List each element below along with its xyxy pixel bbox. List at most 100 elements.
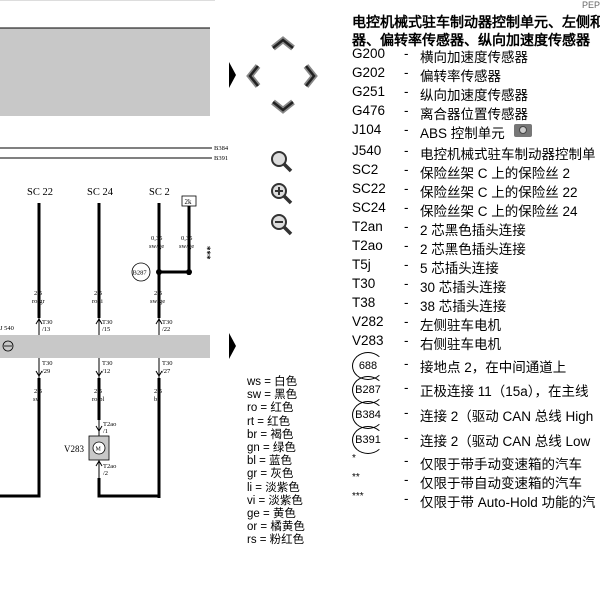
legend-code: T5j <box>352 257 371 272</box>
legend-dash: - <box>404 276 409 291</box>
legend-code: G202 <box>352 65 386 80</box>
legend-desc: 正极连接 11（15a），在主线 <box>420 384 589 399</box>
zoom-fit-icon[interactable] <box>271 151 293 173</box>
wire-color-entry: gr = 灰色 <box>247 468 294 481</box>
bus-label-b384: B384 <box>214 145 229 152</box>
legend-circle-code: B287 <box>352 376 384 404</box>
legend-desc: ABS 控制单元 <box>420 126 505 141</box>
legend-dash: - <box>404 491 409 506</box>
pin-bottom-1b: /29 <box>42 368 50 375</box>
wire-color-entry: ws = 白色 <box>247 376 298 388</box>
legend-code: G251 <box>352 84 386 99</box>
bus-label-b391: B391 <box>214 155 228 162</box>
legend-dash: - <box>404 122 409 137</box>
w5-color: sw/ge <box>150 298 165 305</box>
legend-code: SC2 <box>352 162 379 177</box>
legend-code: G200 <box>352 46 386 61</box>
zoom-out-icon[interactable] <box>271 214 293 236</box>
wire-color-entry: or = 橘黄色 <box>247 521 305 534</box>
t2ao-bottom-b: /2 <box>103 470 108 477</box>
legend-desc: 38 芯插头连接 <box>420 299 507 314</box>
fuse-label-sc2: SC 2 <box>149 187 170 198</box>
t2ao-bottom-a: T2ao <box>103 463 116 470</box>
legend-desc: 2 芯黑色插头连接 <box>420 242 526 257</box>
j540-label: J 540 <box>0 325 14 332</box>
nav-left-icon[interactable] <box>246 64 261 88</box>
pin-bottom-2b: /12 <box>102 368 110 375</box>
legend-desc: 仅限于带自动变速箱的汽车 <box>420 476 582 491</box>
pin-top-3b: /22 <box>162 326 170 333</box>
legend-dash: - <box>404 200 409 215</box>
pin-top-1a: T30 <box>42 319 52 326</box>
legend-star-code: ** <box>352 472 360 483</box>
t2ao-top-a: T2ao <box>103 421 116 428</box>
legend-dash: - <box>404 143 409 158</box>
page-next-arrow[interactable] <box>229 62 236 88</box>
legend-code: J104 <box>352 122 382 137</box>
nav-up-icon[interactable] <box>271 36 295 51</box>
legend-desc: 偏转率传感器 <box>420 69 501 84</box>
legend-desc: 30 芯插头连接 <box>420 280 507 295</box>
w3-color: sw/ge <box>149 243 164 250</box>
legend-code: V283 <box>352 333 384 348</box>
legend-dash: - <box>404 257 409 272</box>
wire-color-entry: sw = 黑色 <box>247 389 298 402</box>
legend-title-line2: 器、偏转率传感器、纵向加速度传感器 <box>352 32 590 48</box>
t2ao-top-b: /1 <box>103 428 108 435</box>
w2-gauge: 2,5 <box>94 290 102 297</box>
fuse-label-sc22: SC 22 <box>27 187 53 198</box>
legend-panel: 电控机械式驻车制动器控制单元、左侧和 器、偏转率传感器、纵向加速度传感器 G20… <box>348 0 600 597</box>
legend-dash: - <box>404 46 409 61</box>
legend-dash: - <box>404 219 409 234</box>
legend-title-line1: 电控机械式驻车制动器控制单元、左侧和 <box>352 14 600 30</box>
legend-desc: 保险丝架 C 上的保险丝 2 <box>420 166 571 181</box>
w8-color: br <box>154 396 160 403</box>
wire-color-entry: gn = 绿色 <box>247 442 296 455</box>
wire-color-entry: ge = 黄色 <box>247 508 296 521</box>
j540-block <box>0 335 210 358</box>
legend-code: T2an <box>352 219 383 234</box>
legend-code: G476 <box>352 103 386 118</box>
legend-dash: - <box>404 472 409 487</box>
pin-bottom-1a: T30 <box>42 360 52 367</box>
legend-star-code: *** <box>352 491 364 502</box>
legend-code: T2ao <box>352 238 383 253</box>
legend-desc: 离合器位置传感器 <box>420 107 528 122</box>
legend-desc: 纵向加速度传感器 <box>420 88 528 103</box>
zoom-in-icon[interactable] <box>271 183 293 205</box>
legend-dash: - <box>404 453 409 468</box>
legend-dash: - <box>404 103 409 118</box>
legend-desc: 左侧驻车电机 <box>420 318 501 333</box>
legend-dash: - <box>404 162 409 177</box>
page-next-arrow-2[interactable] <box>229 333 236 359</box>
pin-top-1b: /13 <box>42 326 50 333</box>
pin-bottom-2a: T30 <box>102 360 112 367</box>
w6-gauge: 2,5 <box>34 388 42 395</box>
legend-code: T30 <box>352 276 376 291</box>
pin-top-3a: T30 <box>162 319 172 326</box>
legend-dash: - <box>404 333 409 348</box>
legend-dash: - <box>404 430 409 445</box>
w4-color: sw/ge <box>179 243 194 250</box>
ground-symbol-icon <box>2 340 14 352</box>
pin-top-2a: T30 <box>102 319 112 326</box>
legend-dash: - <box>404 314 409 329</box>
legend-desc: 5 芯插头连接 <box>420 261 499 276</box>
legend-desc: 2 芯黑色插头连接 <box>420 223 526 238</box>
legend-dash: - <box>404 238 409 253</box>
w5-gauge: 2,5 <box>154 290 162 297</box>
legend-code: SC22 <box>352 181 386 196</box>
w7-color: ro/bl <box>92 396 104 403</box>
legend-star-code: * <box>352 453 356 464</box>
corner-label: PEP <box>581 0 600 10</box>
motor-icon <box>92 441 106 455</box>
legend-desc: 保险丝架 C 上的保险丝 24 <box>420 204 578 219</box>
legend-dash: - <box>404 65 409 80</box>
stars-label: *** <box>202 246 212 260</box>
nav-right-icon[interactable] <box>303 64 318 88</box>
legend-code: T38 <box>352 295 376 310</box>
camera-icon[interactable] <box>514 124 532 137</box>
nav-down-icon[interactable] <box>271 99 295 114</box>
pin-bottom-3b: /27 <box>162 368 171 375</box>
